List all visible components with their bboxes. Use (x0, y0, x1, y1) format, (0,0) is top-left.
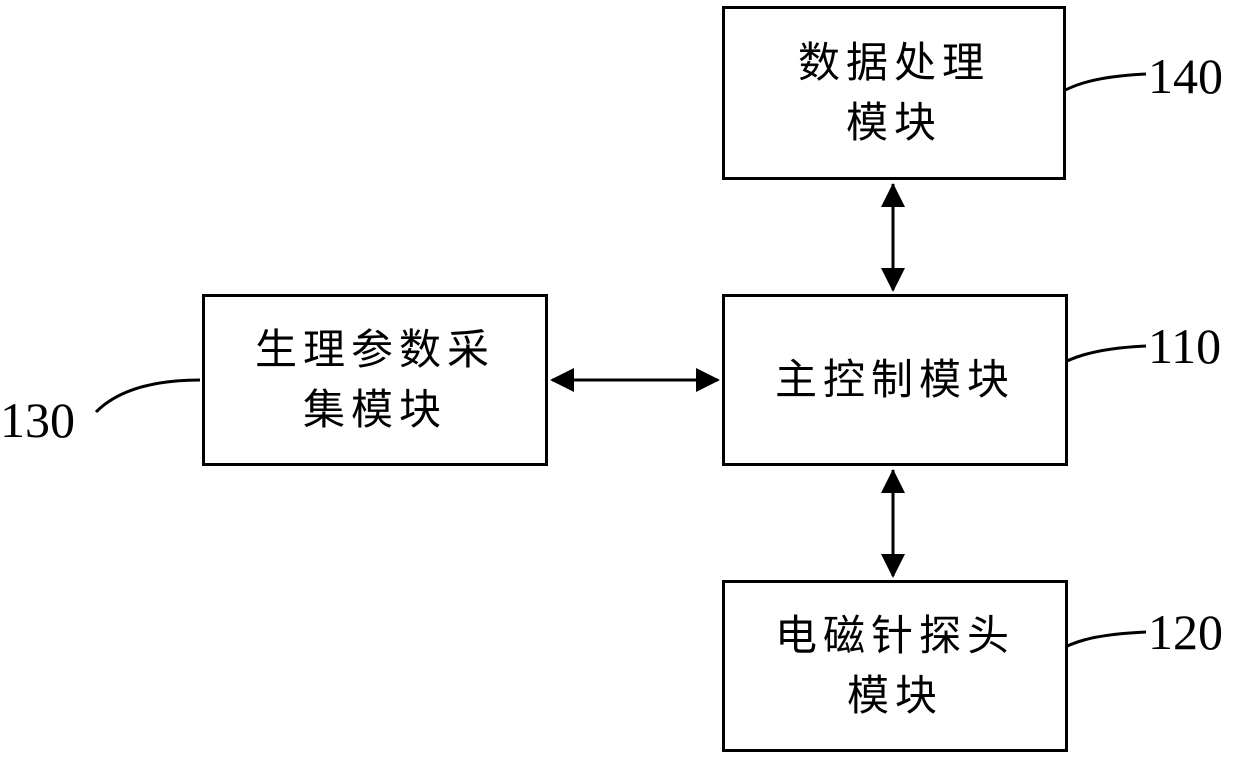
physio-acquisition-module-box: 生理参数采 集模块 (202, 294, 548, 466)
reference-number-120: 120 (1148, 604, 1223, 660)
main-control-module-box: 主控制模块 (722, 294, 1068, 466)
reference-number-140: 140 (1148, 48, 1223, 104)
main-control-module-label: 主控制模块 (775, 350, 1015, 410)
arrowhead-up-data-processing (881, 183, 905, 207)
arrowhead-left-physio (550, 368, 574, 392)
physio-acquisition-module-label-line2: 集模块 (303, 380, 447, 440)
data-processing-module-label-line1: 数据处理 (798, 33, 990, 93)
reference-number-110: 110 (1148, 318, 1221, 374)
arrowhead-down-probe (881, 554, 905, 578)
em-needle-probe-module-box: 电磁针探头 模块 (722, 580, 1068, 752)
em-needle-probe-module-label-line2: 模块 (847, 666, 943, 726)
em-needle-probe-module-label-line1: 电磁针探头 (775, 606, 1015, 666)
arrowhead-right-main-control (696, 368, 720, 392)
arrowhead-down-main-control-top (881, 268, 905, 292)
data-processing-module-label-line2: 模块 (846, 93, 942, 153)
reference-number-130: 130 (0, 392, 75, 448)
physio-acquisition-module-label-line1: 生理参数采 (255, 320, 495, 380)
leader-line-130 (96, 380, 200, 412)
arrowhead-up-main-control-bottom (881, 469, 905, 493)
data-processing-module-box: 数据处理 模块 (722, 6, 1066, 180)
